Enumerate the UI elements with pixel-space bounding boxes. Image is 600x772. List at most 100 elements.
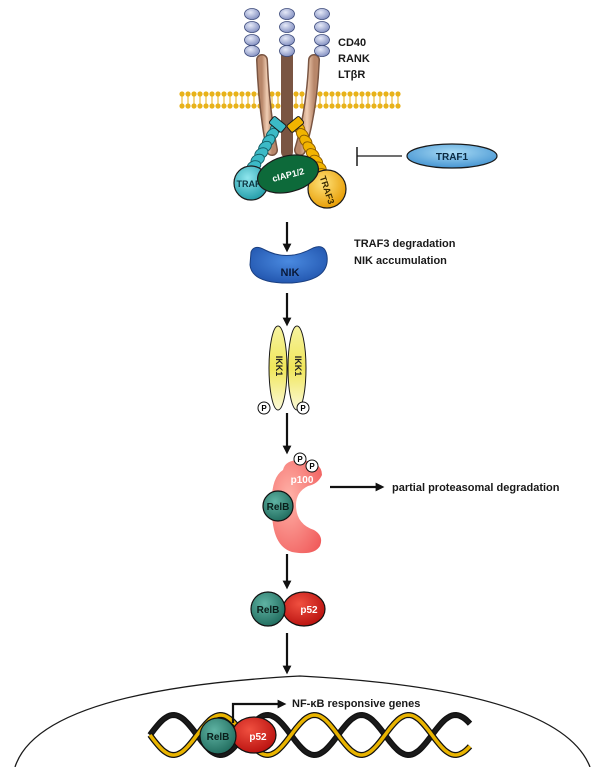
ciap-protein	[257, 154, 319, 194]
receptor-bead	[314, 8, 330, 20]
lipid-head-top	[317, 91, 323, 97]
lipid-head-top	[245, 91, 251, 97]
responsive-genes-label: NF-κB responsive genes	[292, 698, 420, 710]
receptor-bead	[314, 34, 330, 46]
lipid-head-top	[359, 91, 365, 97]
lipid-head-bottom	[203, 103, 209, 109]
lipid-head-bottom	[293, 103, 299, 109]
lipid-head-bottom	[365, 103, 371, 109]
lipid-head-top	[377, 91, 383, 97]
nik-accumulation-note: NIK accumulation	[354, 255, 447, 267]
lipid-head-top	[347, 91, 353, 97]
receptor-trimer	[244, 8, 330, 158]
lipid-head-bottom	[299, 103, 305, 109]
p100-label: p100	[291, 475, 314, 486]
lipid-head-top	[371, 91, 377, 97]
lipid-head-top	[203, 91, 209, 97]
lipid-head-bottom	[323, 103, 329, 109]
relb-dimer-label: RelB	[257, 605, 280, 616]
nik-protein: NIK	[249, 246, 328, 284]
nuclear-envelope	[14, 675, 591, 768]
lipid-head-bottom	[215, 103, 221, 109]
relb-p52-on-dna: p52 RelB	[199, 716, 277, 755]
p100-protein	[271, 460, 322, 554]
lipid-head-bottom	[335, 103, 341, 109]
lipid-head-top	[329, 91, 335, 97]
receptor-bead	[314, 21, 330, 33]
relb-dna-label: RelB	[207, 732, 230, 743]
lipid-head-top	[383, 91, 389, 97]
lipid-head-top	[233, 91, 239, 97]
lipid-head-bottom	[191, 103, 197, 109]
lipid-head-top	[395, 91, 401, 97]
dna-double-helix	[147, 711, 473, 759]
phosphate-p100-2-label: P	[309, 462, 315, 471]
lipid-head-bottom	[221, 103, 227, 109]
cell-membrane	[179, 91, 401, 109]
phosphate-ikk1-left-label: P	[261, 404, 267, 413]
lipid-head-top	[341, 91, 347, 97]
lipid-head-bottom	[179, 103, 185, 109]
p52-label: p52	[300, 605, 318, 616]
receptor-bead	[279, 45, 295, 57]
relb-protein-dna	[199, 717, 237, 755]
lipid-head-top	[239, 91, 245, 97]
relb-protein	[262, 490, 294, 522]
lipid-head-top	[269, 91, 275, 97]
lipid-head-bottom	[251, 103, 257, 109]
lipid-head-top	[227, 91, 233, 97]
transcription-start-arrow	[231, 699, 287, 723]
relb-p52-dimer: p52 RelB	[250, 591, 326, 627]
traf1-protein	[406, 143, 498, 169]
lipid-head-top	[293, 91, 299, 97]
traf3-domain	[307, 169, 347, 209]
phosphate-ikk1-right	[296, 401, 310, 415]
lipid-head-bottom	[359, 103, 365, 109]
lipid-head-bottom	[317, 103, 323, 109]
receptor-bead	[279, 8, 295, 20]
traf-complex: TRAF2 TRAF3 cIAP1/2	[233, 116, 347, 209]
lipid-head-bottom	[377, 103, 383, 109]
receptor-bead	[244, 21, 260, 33]
receptor-label-ltbr: LTβR	[338, 69, 365, 81]
lipid-head-bottom	[389, 103, 395, 109]
lipid-head-bottom	[233, 103, 239, 109]
receptor-bead	[244, 34, 260, 46]
traf3-receptor-contact	[286, 116, 305, 133]
lipid-head-bottom	[341, 103, 347, 109]
lipid-head-top	[365, 91, 371, 97]
lipid-head-top	[299, 91, 305, 97]
lipid-head-bottom	[239, 103, 245, 109]
lipid-head-top	[209, 91, 215, 97]
nik-label: NIK	[281, 267, 300, 279]
relb-protein-dimer	[250, 591, 286, 627]
lipid-head-top	[275, 91, 281, 97]
lipid-head-bottom	[353, 103, 359, 109]
proteasomal-degradation-note: partial proteasomal degradation	[392, 482, 560, 494]
p52-dna-label: p52	[249, 732, 267, 743]
phosphate-ikk1-right-label: P	[300, 404, 306, 413]
lipid-head-bottom	[371, 103, 377, 109]
phosphate-p100-1-label: P	[297, 455, 303, 464]
lipid-head-top	[191, 91, 197, 97]
lipid-head-top	[185, 91, 191, 97]
lipid-head-top	[197, 91, 203, 97]
lipid-head-top	[221, 91, 227, 97]
phosphate-p100-2	[305, 459, 319, 473]
relb-label: RelB	[267, 502, 290, 513]
ikk1-label-right: IKK1	[293, 356, 303, 377]
lipid-head-bottom	[383, 103, 389, 109]
receptor-label-rank: RANK	[338, 53, 370, 65]
lipid-head-bottom	[245, 103, 251, 109]
receptor-label-cd40: CD40	[338, 37, 366, 49]
lipid-head-bottom	[197, 103, 203, 109]
traf2-label: TRAF2	[237, 179, 266, 189]
lipid-head-top	[335, 91, 341, 97]
lipid-head-top	[323, 91, 329, 97]
lipid-head-bottom	[329, 103, 335, 109]
traf1-inhibition: TRAF1	[356, 143, 498, 169]
receptor-bead	[279, 34, 295, 46]
receptor-bead	[279, 21, 295, 33]
